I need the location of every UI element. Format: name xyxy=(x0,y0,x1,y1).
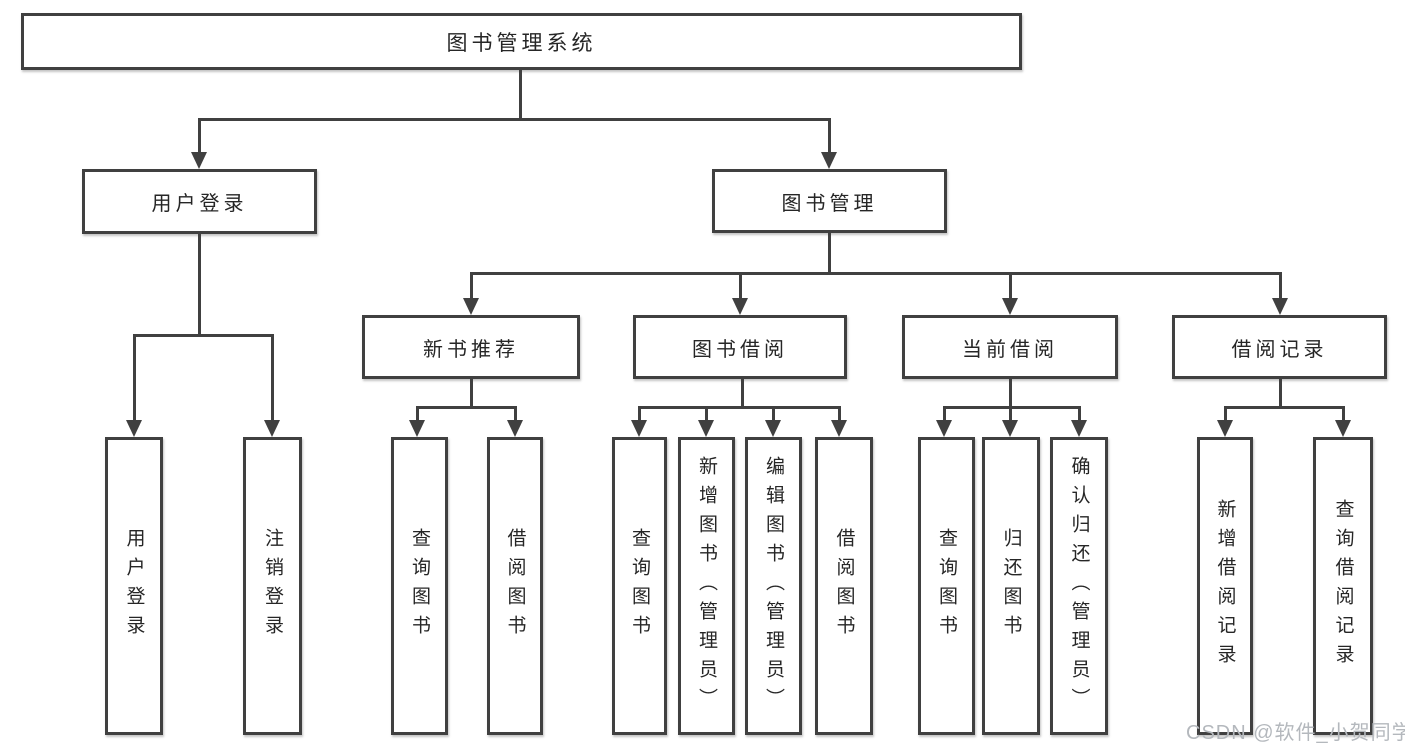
connector-drop-login-leaf xyxy=(133,334,136,422)
node-current-borrowing: 当前借阅 xyxy=(902,315,1118,379)
leaf-add-borrow-record: 新增借阅记录 xyxy=(1197,437,1253,735)
arrow-down-icon xyxy=(631,420,647,437)
leaf-query-books-recommend: 查询图书 xyxy=(391,437,448,735)
node-book-borrowing-label: 图书借阅 xyxy=(692,338,788,361)
connector-borrowing-records-split xyxy=(1224,406,1344,409)
node-borrowing-records-label: 借阅记录 xyxy=(1231,338,1328,361)
node-user-login-label: 用户登录 xyxy=(151,193,248,215)
connector-drop xyxy=(638,406,641,421)
node-new-book-recommend-label: 新书推荐 xyxy=(423,338,519,361)
node-current-borrowing-label: 当前借阅 xyxy=(962,338,1058,361)
connector-drop-logout-leaf xyxy=(271,334,274,422)
connector-drop xyxy=(705,406,708,421)
connector-drop-book-management xyxy=(828,118,831,154)
arrow-down-icon xyxy=(698,420,714,437)
connector-current-borrowing-split xyxy=(943,406,1081,409)
connector-root-stem xyxy=(519,69,522,119)
connector-user-login-stem xyxy=(198,233,201,336)
node-book-management: 图书管理 xyxy=(712,169,947,233)
connector-drop xyxy=(1342,406,1345,421)
connector-drop xyxy=(416,406,419,421)
leaf-add-books-admin: 新增图书（管理员） xyxy=(678,437,735,735)
arrow-down-icon xyxy=(507,420,523,437)
leaf-query-books-borrowing: 查询图书 xyxy=(612,437,667,735)
leaf-label: 归还图书 xyxy=(1000,528,1022,644)
leaf-edit-books-admin: 编辑图书（管理员） xyxy=(745,437,802,735)
connector-drop xyxy=(943,406,946,421)
node-library-system-label: 图书管理系统 xyxy=(446,31,597,55)
connector-book-management-split xyxy=(470,272,1281,275)
leaf-confirm-return-admin: 确认归还（管理员） xyxy=(1050,437,1108,735)
leaf-borrow-books: 借阅图书 xyxy=(815,437,873,735)
leaf-label: 新增图书（管理员） xyxy=(696,455,717,717)
arrow-down-icon xyxy=(1071,420,1087,437)
arrow-down-icon xyxy=(463,298,479,315)
connector-root-split xyxy=(198,118,831,121)
connector-drop xyxy=(1009,406,1012,421)
node-library-system: 图书管理系统 xyxy=(21,13,1022,70)
connector-drop xyxy=(1078,406,1081,421)
node-book-borrowing: 图书借阅 xyxy=(633,315,847,379)
connector-drop xyxy=(514,406,517,421)
leaf-label: 查询图书 xyxy=(409,528,430,644)
connector-new-book-split xyxy=(416,406,517,409)
node-new-book-recommend: 新书推荐 xyxy=(362,315,580,379)
arrow-down-icon xyxy=(409,420,425,437)
leaf-label: 新增借阅记录 xyxy=(1214,499,1236,673)
arrow-down-icon xyxy=(191,152,207,169)
connector-book-management-stem xyxy=(828,232,831,274)
connector-drop-current-borrowing xyxy=(1009,272,1012,300)
leaf-user-login-label: 用户登录 xyxy=(123,528,145,644)
leaf-query-borrow-record: 查询借阅记录 xyxy=(1313,437,1373,735)
connector-drop-user-login xyxy=(198,118,201,154)
leaf-query-books-current: 查询图书 xyxy=(918,437,975,735)
connector-drop xyxy=(772,406,775,421)
leaf-label: 查询图书 xyxy=(936,528,957,644)
leaf-user-login: 用户登录 xyxy=(105,437,163,735)
connector-drop-borrowing-records xyxy=(1279,272,1282,300)
connector-drop-new-book xyxy=(470,272,473,300)
connector-book-borrowing-stem xyxy=(741,379,744,409)
leaf-label: 确认归还（管理员） xyxy=(1068,455,1090,717)
connector-borrowing-records-stem xyxy=(1279,379,1282,409)
arrow-down-icon xyxy=(936,420,952,437)
leaf-label: 借阅图书 xyxy=(833,528,855,644)
leaf-label: 查询借阅记录 xyxy=(1332,499,1354,673)
arrow-down-icon xyxy=(831,420,847,437)
connector-new-book-stem xyxy=(470,379,473,409)
node-borrowing-records: 借阅记录 xyxy=(1172,315,1387,379)
arrow-down-icon xyxy=(1217,420,1233,437)
arrow-down-icon xyxy=(765,420,781,437)
leaf-label: 查询图书 xyxy=(629,528,650,644)
connector-drop xyxy=(838,406,841,421)
arrow-down-icon xyxy=(1335,420,1351,437)
leaf-label: 编辑图书（管理员） xyxy=(763,455,784,717)
leaf-label: 借阅图书 xyxy=(504,528,526,644)
leaf-logout: 注销登录 xyxy=(243,437,302,735)
node-book-management-label: 图书管理 xyxy=(781,192,878,215)
leaf-return-books: 归还图书 xyxy=(982,437,1040,735)
node-user-login: 用户登录 xyxy=(82,169,317,234)
arrow-down-icon xyxy=(732,298,748,315)
leaf-logout-label: 注销登录 xyxy=(262,528,283,644)
connector-drop-book-borrowing xyxy=(739,272,742,300)
connector-current-borrowing-stem xyxy=(1009,379,1012,409)
arrow-down-icon xyxy=(1272,298,1288,315)
arrow-down-icon xyxy=(126,420,142,437)
watermark: CSDN @软件_小贺同学 xyxy=(1186,722,1405,744)
connector-drop xyxy=(1224,406,1227,421)
leaf-borrow-books-recommend: 借阅图书 xyxy=(487,437,543,735)
connector-book-borrowing-split xyxy=(638,406,840,409)
arrow-down-icon xyxy=(264,420,280,437)
arrow-down-icon xyxy=(821,152,837,169)
connector-user-login-split xyxy=(133,334,274,337)
arrow-down-icon xyxy=(1002,420,1018,437)
arrow-down-icon xyxy=(1002,298,1018,315)
